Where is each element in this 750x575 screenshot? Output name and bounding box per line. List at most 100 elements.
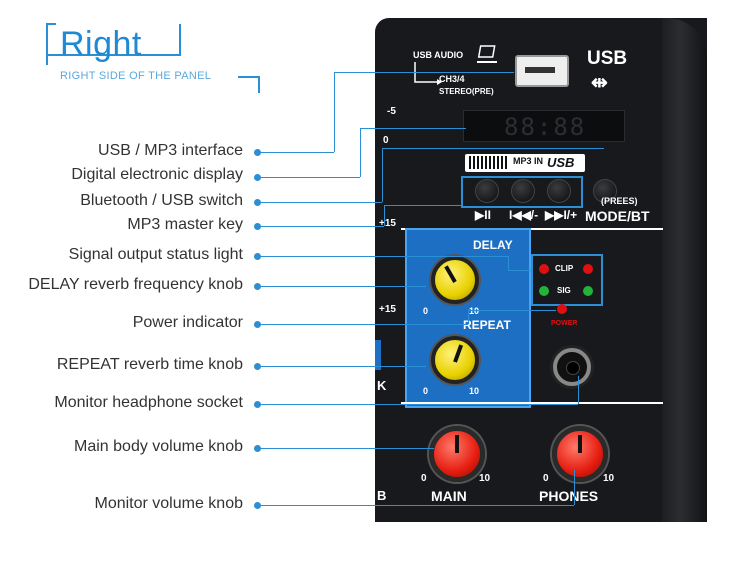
phones-min: 0: [543, 473, 549, 484]
leader-line: [258, 448, 434, 449]
callout-usb-mp3: USB / MP3 interface: [98, 142, 243, 159]
knob-pointer: [455, 435, 459, 453]
repeat-min: 0: [423, 386, 429, 396]
keyboard-icon: [469, 156, 509, 169]
leader-line: [578, 376, 579, 404]
main-volume-knob[interactable]: [429, 426, 485, 482]
callout-dot: [254, 401, 261, 408]
delay-max: 10: [469, 306, 480, 316]
clip-label: CLIP: [555, 264, 574, 273]
leader-line: [258, 505, 574, 506]
divider: [401, 228, 663, 230]
prees-label: (PREES): [601, 196, 638, 206]
title-frame-corner: [46, 23, 56, 65]
stereo-label: STEREO(PRE): [439, 87, 494, 96]
usb-audio-label: USB AUDIO: [413, 50, 464, 60]
callout-dot: [254, 321, 261, 328]
leader-line: [382, 148, 383, 202]
callout-monitor-knob: Monitor volume knob: [94, 495, 243, 512]
transport-button-group: [461, 176, 583, 208]
title-frame: [47, 24, 181, 56]
laptop-icon: [477, 45, 497, 63]
repeat-max: 10: [469, 386, 480, 396]
delay-min: 0: [423, 306, 429, 316]
callout-power-indicator: Power indicator: [132, 314, 243, 331]
edge-letter: B: [377, 488, 387, 503]
main-max: 10: [479, 473, 491, 484]
leader-line: [334, 72, 335, 152]
sig-led-right: [583, 286, 593, 296]
leader-line: [360, 128, 361, 177]
leader-line: [382, 148, 604, 149]
usb-badge: USB: [547, 155, 575, 170]
mp3-usb-strip: MP3 IN USB: [465, 154, 585, 172]
mixer-panel: -5 0 +15 +15 K B USB AUDIO CH3/4 STEREO(…: [375, 18, 707, 522]
scale-label: -5: [387, 106, 396, 117]
leader-line: [258, 366, 426, 367]
edge-letter: K: [377, 378, 387, 393]
next-button[interactable]: [547, 179, 571, 203]
delay-knob[interactable]: [431, 256, 479, 304]
leader-line: [360, 128, 466, 129]
phones-volume-knob[interactable]: [552, 426, 608, 482]
usb-port[interactable]: [515, 55, 569, 87]
phones-max: 10: [603, 473, 615, 484]
status-led-group: CLIP SIG: [531, 254, 603, 306]
leader-line: [384, 205, 385, 226]
power-label: POWER: [551, 320, 578, 327]
mode-bt-label: MODE/BT: [585, 208, 650, 224]
clip-led-left: [539, 264, 549, 274]
divider: [401, 402, 663, 404]
repeat-label: REPEAT: [463, 318, 511, 332]
callout-dot: [254, 445, 261, 452]
play-pause-button[interactable]: [475, 179, 499, 203]
leader-line: [384, 205, 462, 206]
knob-pointer: [453, 344, 464, 363]
page-title: Right: [60, 25, 142, 63]
usb-symbol-icon: ⇹: [591, 72, 608, 94]
leader-line: [258, 404, 578, 405]
mp3-in-label: MP3 IN: [513, 156, 544, 166]
callout-display: Digital electronic display: [71, 166, 243, 183]
knob-pointer: [578, 435, 582, 453]
subtitle-bracket: [238, 76, 260, 93]
display-digits: 88:88: [504, 113, 587, 141]
callout-dot: [254, 199, 261, 206]
previous-label: I◀◀/-: [509, 208, 539, 222]
callout-bt-usb-switch: Bluetooth / USB switch: [80, 192, 243, 209]
scale-label: +15: [379, 218, 396, 229]
usb-route-icon: [414, 62, 442, 85]
knob-pointer: [444, 265, 457, 283]
callout-mp3-key: MP3 master key: [127, 216, 243, 233]
callout-delay-knob: DELAY reverb frequency knob: [28, 276, 243, 293]
usb-label: USB: [587, 48, 628, 69]
leader-line: [258, 286, 426, 287]
panel-edge: [662, 18, 707, 522]
callout-dot: [254, 223, 261, 230]
callout-dot: [254, 502, 261, 509]
headphone-socket[interactable]: [553, 348, 591, 386]
mode-bt-button[interactable]: [593, 179, 617, 203]
sig-led-left: [539, 286, 549, 296]
scale-label: 0: [383, 135, 389, 146]
repeat-knob[interactable]: [431, 336, 479, 384]
leader-line: [468, 310, 469, 324]
play-pause-label: ▶II: [475, 208, 491, 222]
blue-edge-strip: [375, 340, 381, 370]
leader-line: [258, 324, 468, 325]
scale-label: +15: [379, 304, 396, 315]
callout-signal-light: Signal output status light: [68, 246, 243, 263]
power-led: [557, 304, 567, 314]
previous-button[interactable]: [511, 179, 535, 203]
leader-line: [508, 256, 509, 270]
page-subtitle: RIGHT SIDE OF THE PANEL: [60, 70, 212, 82]
leader-line: [508, 270, 532, 271]
callout-dot: [254, 283, 261, 290]
leader-line: [334, 72, 514, 73]
callout-dot: [254, 149, 261, 156]
callout-dot: [254, 174, 261, 181]
leader-line: [258, 256, 508, 257]
leader-line: [258, 226, 384, 227]
leader-line: [258, 177, 360, 178]
leader-line: [574, 470, 575, 505]
